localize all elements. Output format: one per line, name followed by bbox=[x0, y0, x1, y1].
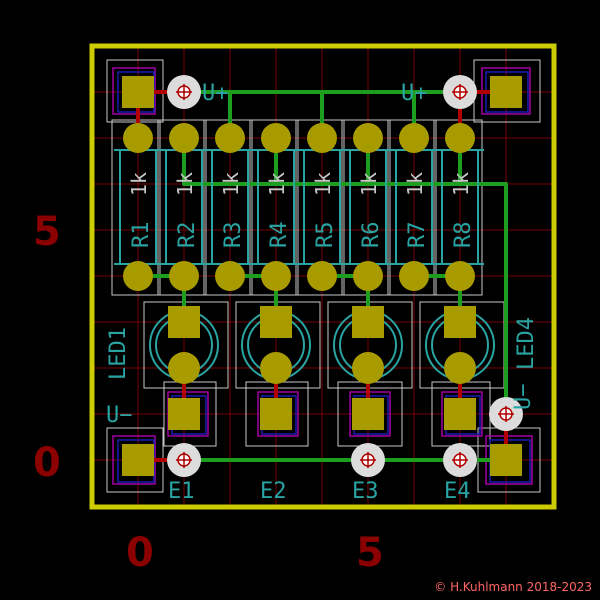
silkscreen-text: U+ U+ U− U− LED1 LED4 R1 R2 R3 R4 R5 R6 … bbox=[106, 81, 539, 504]
r5-value: 1k bbox=[311, 172, 335, 196]
vplus-left-label: U+ bbox=[202, 81, 229, 106]
r7-label: R7 bbox=[405, 222, 430, 249]
r4-value: 1k bbox=[265, 172, 289, 196]
output-e4-label: E4 bbox=[444, 479, 471, 504]
led4-label: LED4 bbox=[514, 317, 539, 370]
r2-label: R2 bbox=[175, 222, 200, 249]
r6-label: R6 bbox=[359, 222, 384, 249]
output-e3-label: E3 bbox=[352, 479, 379, 504]
r4-label: R4 bbox=[267, 222, 292, 249]
r8-label: R8 bbox=[451, 222, 476, 249]
r3-label: R3 bbox=[221, 222, 246, 249]
r2-value: 1k bbox=[173, 172, 197, 196]
r8-value: 1k bbox=[449, 172, 473, 196]
axis-label-x-0: 0 bbox=[126, 530, 154, 576]
vminus-left-label: U− bbox=[106, 403, 133, 428]
axis-label-y-0: 0 bbox=[33, 440, 61, 486]
board-outline bbox=[89, 43, 557, 510]
axis-label-x-5: 5 bbox=[356, 530, 384, 576]
copyright-text: © H.Kuhlmann 2018-2023 bbox=[434, 580, 592, 594]
r5-label: R5 bbox=[313, 222, 338, 249]
r1-label: R1 bbox=[129, 222, 154, 249]
output-e1-label: E1 bbox=[168, 479, 195, 504]
r7-value: 1k bbox=[403, 172, 427, 196]
vias bbox=[167, 75, 523, 477]
r1-value: 1k bbox=[127, 172, 151, 196]
r6-value: 1k bbox=[357, 172, 381, 196]
output-e2-label: E2 bbox=[260, 479, 287, 504]
axis-label-y-5: 5 bbox=[33, 209, 61, 255]
vplus-right-label: U+ bbox=[401, 81, 428, 106]
axis-labels: 5 0 0 5 bbox=[33, 209, 384, 576]
resistor-values: 1k 1k 1k 1k 1k 1k 1k 1k bbox=[127, 172, 473, 196]
r3-value: 1k bbox=[219, 172, 243, 196]
pads bbox=[122, 76, 522, 476]
led1-label: LED1 bbox=[106, 327, 131, 380]
vminus-right-label: U− bbox=[511, 384, 536, 411]
